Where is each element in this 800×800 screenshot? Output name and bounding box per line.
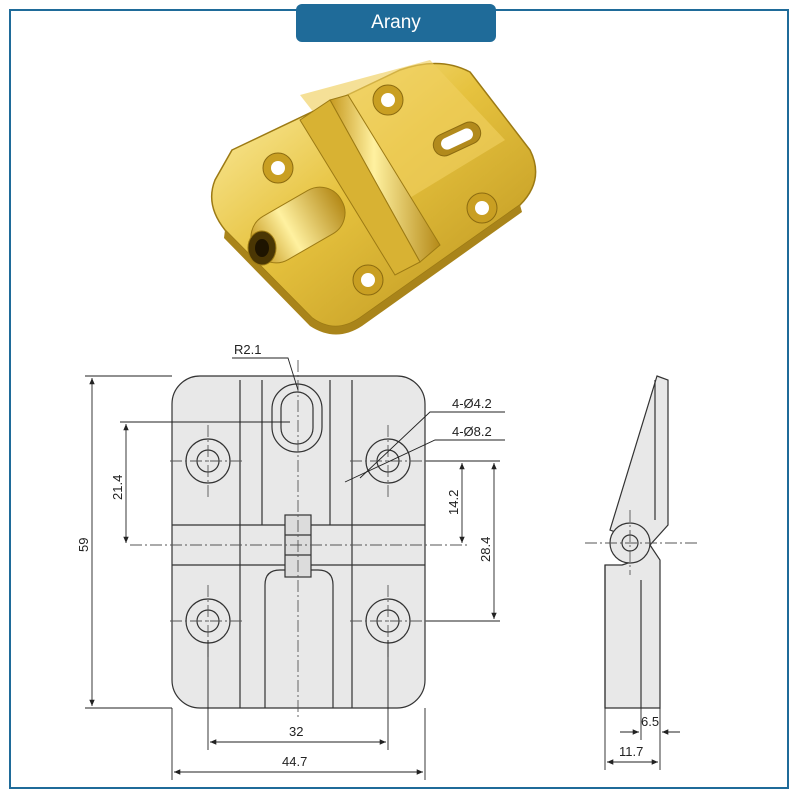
dim-side-width: 11.7	[619, 744, 643, 759]
dim-radius: R2.1	[234, 342, 261, 357]
dimension-lines	[85, 357, 505, 780]
front-view-drawing	[171, 375, 426, 709]
dim-side-thickness: 6.5	[641, 714, 659, 729]
side-dimension-lines	[604, 708, 680, 770]
side-view-drawing	[604, 375, 669, 709]
dim-large-holes: 4-Ø8.2	[452, 424, 492, 439]
dim-width-total: 44.7	[282, 754, 307, 769]
product-photo	[210, 60, 537, 335]
dim-hole-offset-top: 21.4	[110, 475, 125, 500]
dim-hole-spacing-horizontal: 32	[289, 724, 303, 739]
brand-label: Arany	[371, 12, 421, 33]
dim-small-holes: 4-Ø4.2	[452, 396, 492, 411]
dim-hole-spacing-vertical: 28.4	[478, 537, 493, 562]
brand-banner: Arany	[296, 4, 496, 42]
dim-height-total: 59	[76, 538, 91, 552]
mount-holes-photo	[262, 84, 498, 296]
dimension-labels: R2.1 4-Ø4.2 4-Ø8.2 59 21.4 14.2 28.4 32 …	[76, 342, 659, 769]
dim-hole-offset-half: 14.2	[446, 490, 461, 515]
slot-outline	[271, 383, 323, 453]
